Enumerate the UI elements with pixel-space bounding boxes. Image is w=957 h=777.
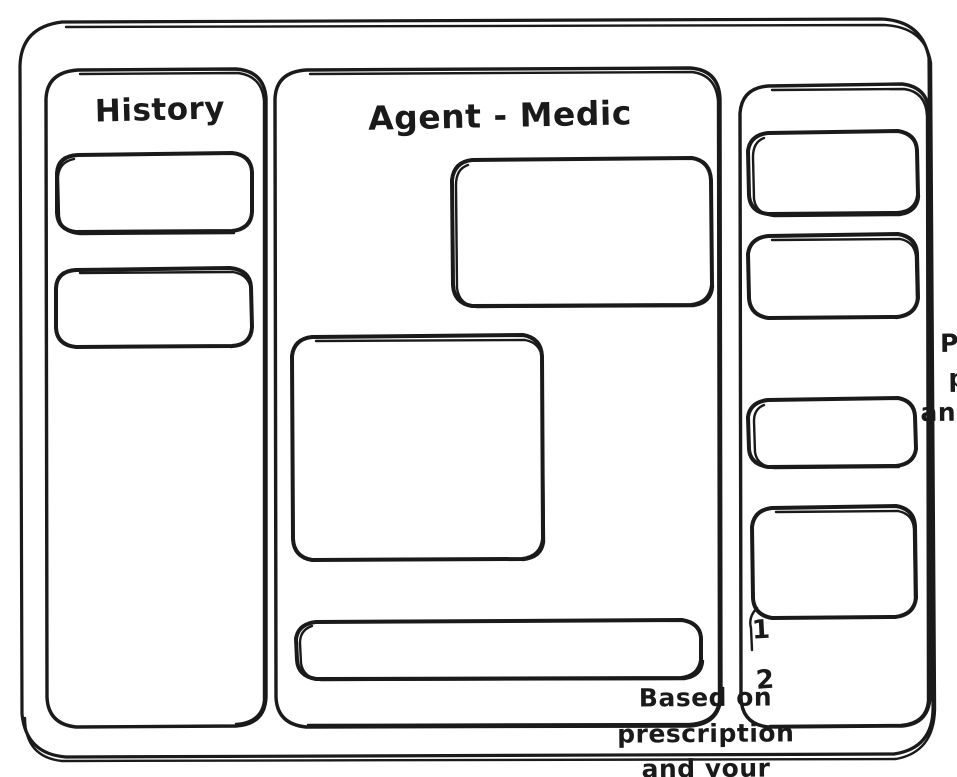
- doc-source-item-1[interactable]: 1: [751, 614, 772, 646]
- user-message-text: Pls check the prescription and recommend: [920, 328, 957, 428]
- message-bubble-user: Pls check the prescription and recommend: [452, 158, 957, 427]
- assistant-message-text: Based on prescription and your health, y…: [617, 682, 795, 777]
- message-bubble-assistant: Based on prescription and your health, y…: [292, 335, 794, 777]
- history-item-2[interactable]: [56, 268, 252, 348]
- tool-panel-llm[interactable]: LLM: [748, 131, 919, 216]
- history-item-1[interactable]: [57, 153, 253, 233]
- doc-source-panel[interactable]: Doc source: [752, 506, 917, 619]
- history-title: History: [94, 90, 226, 130]
- params-panel[interactable]: params: [748, 398, 917, 468]
- tool-panel-ocr[interactable]: OCR: [748, 234, 919, 319]
- message-input[interactable]: [296, 620, 703, 680]
- doc-source-item-2[interactable]: 2: [754, 664, 776, 696]
- page-title: Agent - Medic: [367, 93, 633, 138]
